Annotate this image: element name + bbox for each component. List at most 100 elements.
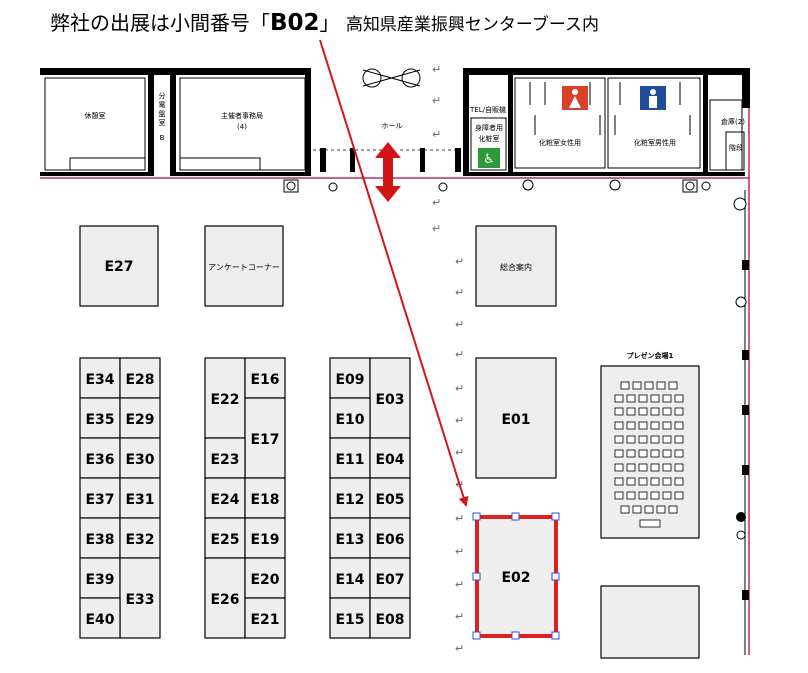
audience-seat [674,449,684,458]
booth-e15[interactable]: E15 [329,597,371,639]
booth-label: E24 [210,492,239,508]
booth-e04[interactable]: E04 [369,437,411,479]
return-marker: ↵ [455,610,464,623]
audience-seat [638,491,648,500]
partition-b-char-3: 盤 [159,109,166,118]
audience-seat [614,407,624,416]
booth-e38[interactable]: E38 [79,517,121,559]
booth-e34[interactable]: E34 [79,357,121,399]
booth-e25[interactable]: E25 [204,517,246,559]
booth-e03[interactable]: E03 [369,357,411,439]
booth-label: E28 [125,372,154,388]
audience-seat [662,477,672,486]
booth-e40[interactable]: E40 [79,597,121,639]
booth-label: E29 [125,412,154,428]
presentation-venue[interactable]: プレゼン会場1 [600,351,700,539]
booth-e12[interactable]: E12 [329,477,371,519]
booth-e36[interactable]: E36 [79,437,121,479]
booth-e28[interactable]: E28 [119,357,161,399]
booth-e18[interactable]: E18 [244,477,286,519]
booth-e16[interactable]: E16 [244,357,286,399]
booth-e21[interactable]: E21 [244,597,286,639]
organizer-office-label: 主催者事務局 [221,111,263,120]
audience-seat [674,477,684,486]
presentation-venue-label: プレゼン会場1 [627,351,674,360]
audience-seat [626,421,636,430]
booth-e05[interactable]: E05 [369,477,411,519]
partition-b-char-5: B [160,134,165,142]
audience-seat [674,435,684,444]
organizer-office-number: (4) [237,123,247,131]
booth-e01[interactable]: E01 [475,357,557,479]
accessible-label-1: 身障者用 [475,123,503,132]
booth-e23[interactable]: E23 [204,437,246,479]
booth-e22[interactable]: E22 [204,357,246,439]
audience-seat [626,407,636,416]
audience-seat [650,491,660,500]
booth-e17[interactable]: E17 [244,397,286,479]
wheelchair-icon [478,148,500,168]
audience-seat [620,505,630,514]
audience-seat [650,463,660,472]
booth-label: E13 [335,532,364,548]
audience-seat [644,505,654,514]
rest-room [44,77,146,171]
booth-e02-highlighted[interactable]: E02 [472,512,560,640]
booth-e09[interactable]: E09 [329,357,371,399]
top-wall-right [465,68,750,75]
booth-e27[interactable]: E27 [79,225,159,307]
booth-e31[interactable]: E31 [119,477,161,519]
booth-e37[interactable]: E37 [79,477,121,519]
booth-e24[interactable]: E24 [204,477,246,519]
womens-restroom [514,77,606,169]
booth-label: E33 [125,592,154,608]
booth-e19[interactable]: E19 [244,517,286,559]
wall-restroom [508,68,513,176]
booth-e33[interactable]: E33 [119,557,161,639]
booth-e08[interactable]: E08 [369,597,411,639]
booth-label: E20 [250,572,279,588]
accessible-restroom [470,117,507,171]
caption: 弊社の出展は小間番号「B02」 高知県産業振興センターブース内 [50,8,770,38]
hall-label: ホール [382,122,403,130]
booth-e39[interactable]: E39 [79,557,121,599]
booth-e07[interactable]: E07 [369,557,411,599]
booth-e10[interactable]: E10 [329,397,371,439]
information-desk[interactable]: 総合案内 [475,225,557,307]
audience-seat [662,421,672,430]
booth-e14[interactable]: E14 [329,557,371,599]
return-marker: ↵ [455,382,464,395]
booth-e11[interactable]: E11 [329,437,371,479]
audience-seat [614,394,624,403]
booth-label: E15 [335,612,364,628]
booth-label: E02 [501,570,530,586]
bottom-wall-right [465,172,745,176]
audience-seat [662,407,672,416]
booth-e13[interactable]: E13 [329,517,371,559]
booth-label: E25 [210,532,239,548]
booth-label: E06 [375,532,404,548]
booth-e32[interactable]: E32 [119,517,161,559]
return-marker: ↵ [455,578,464,591]
booth-e26[interactable]: E26 [204,557,246,639]
audience-seat [674,407,684,416]
booth-e30[interactable]: E30 [119,437,161,479]
booth-label: E12 [335,492,364,508]
booth-block-1: E34 E28 E35 E29 E36 E30 E37 E31 E38 E32 … [79,357,161,639]
wall-top-right [742,68,750,108]
booth-e06[interactable]: E06 [369,517,411,559]
selection-handles[interactable] [472,512,560,640]
booth-e29[interactable]: E29 [119,397,161,439]
lower-right-area[interactable] [600,585,700,659]
audience-seat [638,421,648,430]
booth-label: E09 [335,372,364,388]
booth-label: E31 [125,492,154,508]
booth-label: E19 [250,532,279,548]
audience-seat [650,449,660,458]
booth-label: E18 [250,492,279,508]
booth-e35[interactable]: E35 [79,397,121,439]
wall-organizer-left [170,68,176,176]
booth-e20[interactable]: E20 [244,557,286,599]
survey-corner[interactable]: アンケートコーナー [204,225,284,307]
audience-seat [674,491,684,500]
